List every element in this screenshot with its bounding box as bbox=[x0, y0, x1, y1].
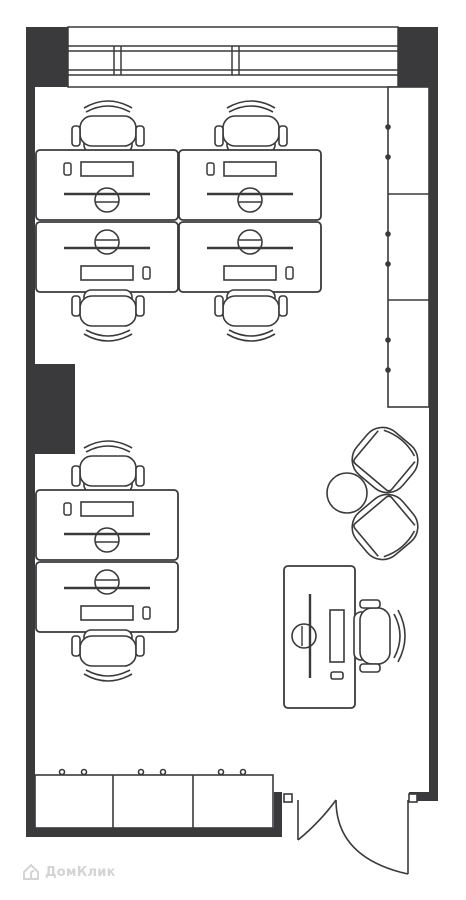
workstation-cluster-middle bbox=[34, 439, 180, 683]
walls bbox=[26, 27, 438, 837]
workstation bbox=[177, 220, 323, 343]
armchair bbox=[351, 426, 419, 494]
workstation-cluster-top bbox=[34, 99, 323, 343]
side-table bbox=[326, 472, 368, 514]
watermark: ДомКлик bbox=[22, 861, 116, 883]
window bbox=[67, 26, 399, 88]
workstation bbox=[177, 99, 323, 222]
watermark-text: ДомКлик bbox=[45, 864, 116, 880]
workstation bbox=[34, 99, 180, 222]
workstation bbox=[34, 560, 180, 683]
armchair bbox=[351, 493, 419, 561]
wardrobe bbox=[385, 86, 430, 408]
entrance-door bbox=[283, 793, 418, 875]
lounge-area bbox=[326, 426, 419, 561]
workstation bbox=[34, 220, 180, 343]
storage-cabinets bbox=[34, 768, 274, 829]
house-logo-icon bbox=[23, 863, 39, 880]
column bbox=[26, 364, 75, 454]
manager-desk bbox=[283, 565, 406, 709]
workstation bbox=[34, 439, 180, 562]
